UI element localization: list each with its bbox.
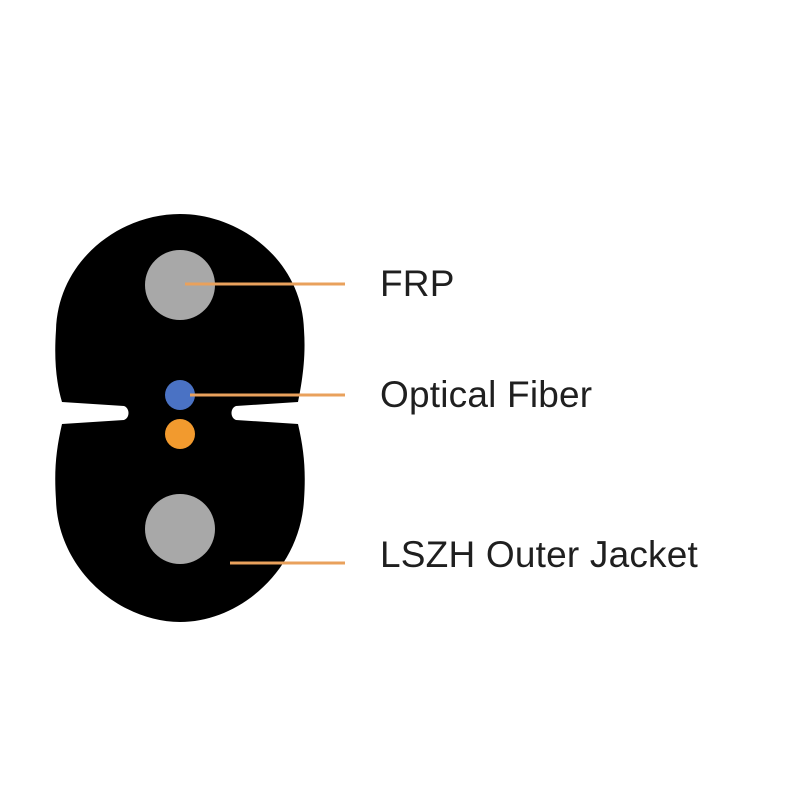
label-lszh-outer-jacket: LSZH Outer Jacket [380, 534, 699, 575]
label-optical-fiber: Optical Fiber [380, 374, 593, 415]
label-frp: FRP [380, 263, 455, 304]
optical-fiber-blue [165, 380, 195, 410]
optical-fiber-orange [165, 419, 195, 449]
frp-rod-top [145, 250, 215, 320]
frp-rod-bottom [145, 494, 215, 564]
outer-jacket-shape [55, 214, 305, 622]
